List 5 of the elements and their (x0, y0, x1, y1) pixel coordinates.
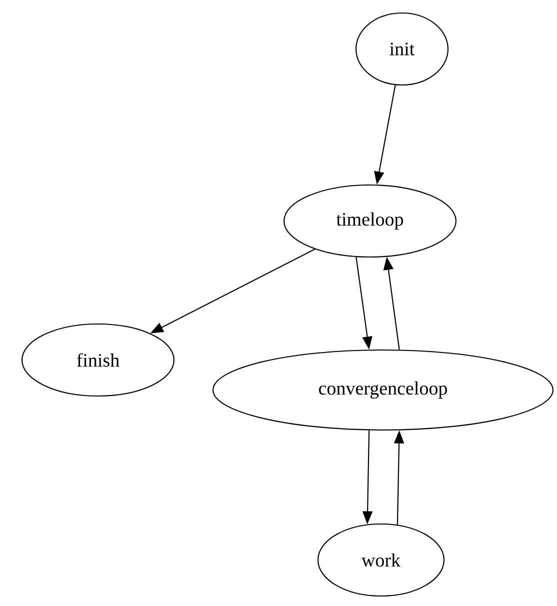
ellipse-node: convergenceloop (212, 349, 554, 431)
ellipse-node: finish (21, 323, 175, 397)
ellipse-node: timeloop (283, 184, 457, 258)
ellipse-node: init (355, 12, 449, 86)
ellipse-node: work (317, 523, 445, 597)
